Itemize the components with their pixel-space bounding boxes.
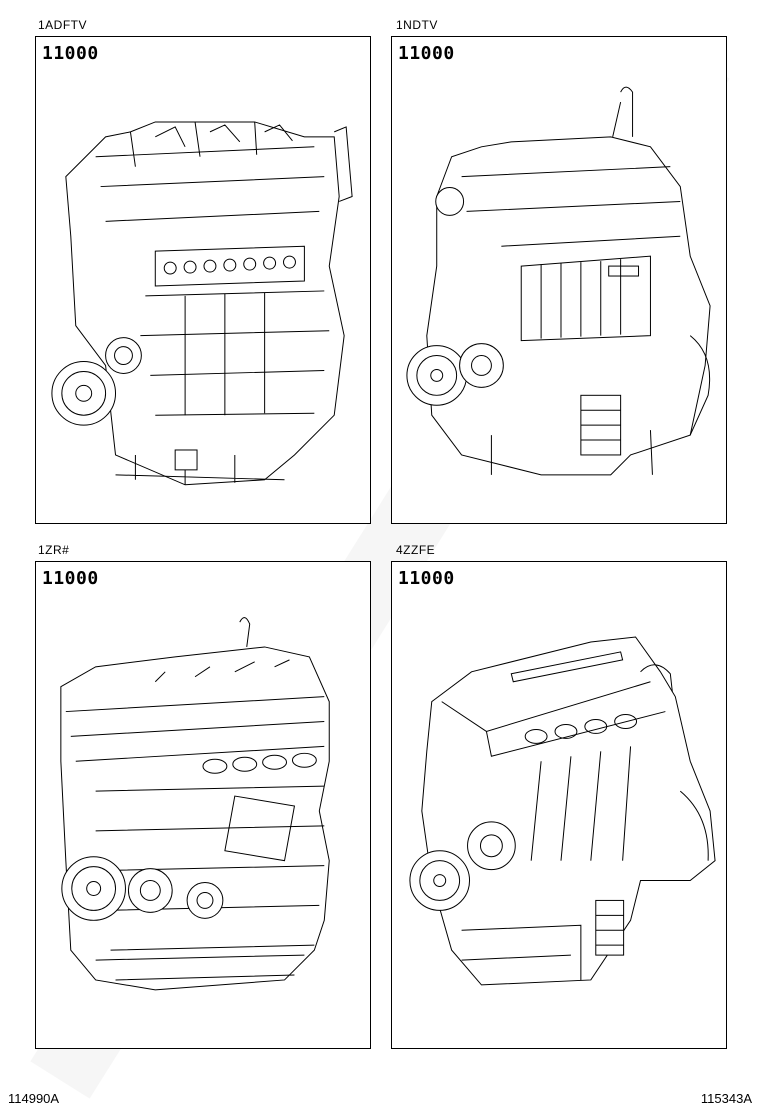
engine-code-label: 1NDTV xyxy=(396,18,438,32)
engine-panel-1adftv: 11000 xyxy=(35,36,371,524)
engine-assembly-icon xyxy=(60,617,330,991)
part-number-link[interactable]: 11000 xyxy=(42,43,99,64)
right-reference-code: 115343A xyxy=(700,1091,752,1106)
part-number-link[interactable]: 11000 xyxy=(398,568,455,589)
engine-assembly-icon xyxy=(406,86,711,476)
engine-panel-1ndtv: 11000 xyxy=(391,36,727,524)
engine-panel-1zr: 11000 xyxy=(35,561,371,1049)
part-number-link[interactable]: 11000 xyxy=(42,568,99,589)
engine-assembly-icon xyxy=(51,121,353,486)
engine-code-label: 1ZR# xyxy=(38,543,70,557)
part-number-link[interactable]: 11000 xyxy=(398,43,455,64)
engine-panel-4zzfe: 11000 xyxy=(391,561,727,1049)
engine-code-label: 4ZZFE xyxy=(396,543,436,557)
engine-assembly-icon xyxy=(409,636,716,986)
engine-code-label: 1ADFTV xyxy=(38,18,88,32)
left-reference-code: 114990A xyxy=(8,1091,60,1106)
